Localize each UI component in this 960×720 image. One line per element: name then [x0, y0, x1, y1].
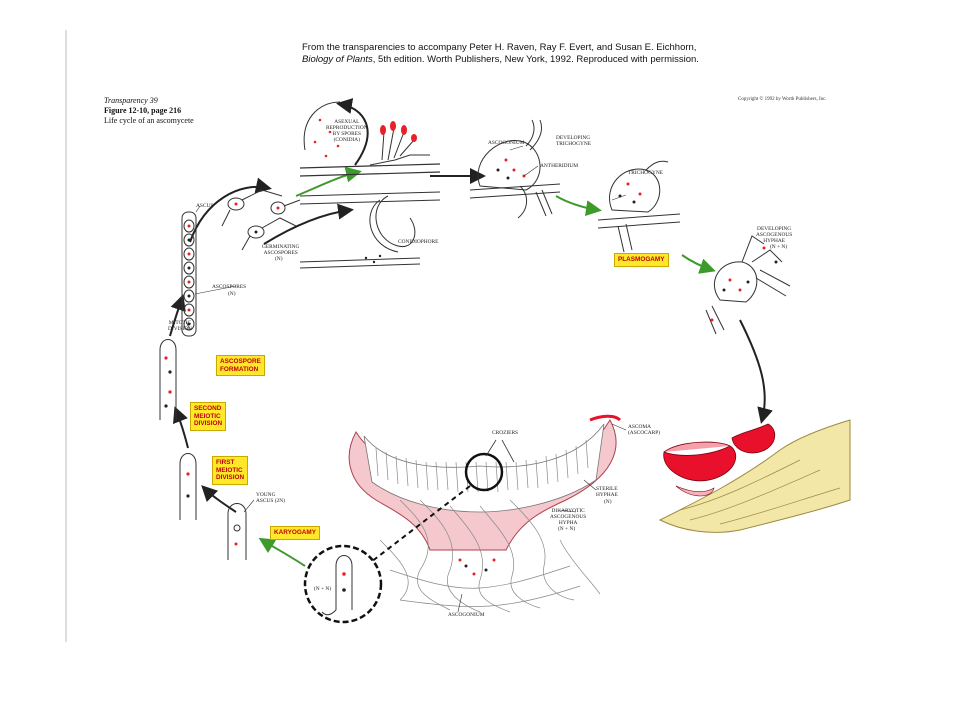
germinating-ascospores-illustration	[221, 189, 301, 251]
ascogenous-hyphae-illustration	[705, 235, 791, 335]
arrow-ascus-to-germination	[189, 177, 272, 243]
transparency-number: Transparency 39	[104, 96, 158, 105]
ascogonium-antheridium-illustration	[469, 119, 561, 219]
label-asexual-reproduction: ASEXUAL REPRODUCTION BY SPORES (CONIDIA)	[326, 119, 368, 143]
crozier-magnifier-circle	[464, 452, 504, 492]
arrow-to-first-meiosis	[201, 485, 237, 513]
label-developing-hyphae-ploidy: (n + n)	[770, 244, 788, 250]
arrow-to-developing-hyphae	[681, 254, 716, 274]
arrow-to-ascospores	[169, 294, 186, 337]
cycle-arrows	[169, 98, 773, 567]
book-title: Biology of Plants	[302, 54, 373, 65]
stage-ascospore-formation: ASCOSPORE FORMATION	[216, 355, 265, 376]
label-germinating-ploidy: (n)	[275, 256, 283, 262]
stage-second-meiotic-division: SECOND MEIOTIC DIVISION	[190, 402, 227, 431]
conidiophore-illustration	[299, 191, 441, 269]
label-ascogonium-bottom: ASCOGONIUM	[448, 612, 485, 618]
stage-karyogamy: KARYOGAMY	[270, 526, 321, 540]
stage-plasmogamy: PLASMOGAMY	[614, 253, 669, 267]
ascus-illustration	[181, 211, 197, 337]
stage-first-meiotic-division: FIRST MEIOTIC DIVISION	[212, 456, 249, 485]
label-developing-trichogyne: DEVELOPING TRICHOGYNE	[556, 135, 592, 147]
label-conidiophore: CONIDIOPHORE	[398, 239, 439, 245]
two-nuclei-ascus-illustration	[179, 453, 197, 520]
arrow-to-conidiophore	[263, 203, 354, 245]
label-germinating-ascospores: GERMINATING ASCOSPORES	[262, 244, 300, 256]
label-croziers: CROZIERS	[492, 430, 519, 436]
young-ascus-inset	[303, 544, 383, 624]
figure-reference: Figure 12-10, page 216	[104, 106, 182, 115]
header-credit-line-1: From the transparencies to accompany Pet…	[302, 42, 697, 53]
trichogyne-illustration	[597, 160, 681, 253]
label-sterile-hyphae: STERILE HYPHAE	[596, 486, 618, 498]
label-dikaryotic-hypha: DIKARYOTIC ASCOGENOUS HYPHA	[550, 508, 587, 526]
arrow-asexual-loop	[336, 98, 369, 166]
label-young-ascus: YOUNG ASCUS (2n)	[256, 492, 285, 504]
label-ascospores: ASCOSPORES	[212, 284, 247, 290]
label-ascogonium-top: ASCOGONIUM	[488, 140, 525, 146]
figure-title: Life cycle of an ascomycete	[104, 116, 194, 125]
label-ascospores-ploidy: (n)	[228, 291, 236, 297]
arrow-to-second-meiosis	[173, 406, 189, 449]
arrow-to-karyogamy	[258, 537, 306, 567]
label-trichogyne: TRICHOGYNE	[628, 170, 664, 176]
inset-connector-line	[357, 485, 471, 573]
label-sterile-ploidy: (n)	[604, 499, 612, 505]
four-nuclei-ascus-illustration	[159, 339, 177, 420]
label-ascus: ASCUS	[196, 203, 214, 209]
header-credit-rest: , 5th edition. Worth Publishers, New Yor…	[372, 54, 699, 65]
header-credit-line-2: Biology of Plants, 5th edition. Worth Pu…	[302, 54, 699, 65]
ascocarp-cross-section	[348, 414, 622, 613]
conidia-illustration	[299, 101, 441, 177]
label-antheridium: ANTHERIDIUM	[540, 163, 579, 169]
ascoma-on-wood	[658, 419, 851, 533]
label-developing-ascogenous-hyphae: DEVELOPING ASCOGENOUS HYPHAE	[756, 226, 793, 244]
label-leader-lines	[185, 145, 627, 613]
arrow-to-asexual	[295, 166, 362, 197]
copyright-notice: Copyright © 1992 by Worth Publishers, In…	[738, 97, 827, 102]
young-ascus-illustration	[227, 503, 247, 560]
label-mitotic-division: MITOTIC DIVISION	[168, 320, 192, 332]
arrow-to-plasmogamy	[555, 195, 602, 217]
label-inset-ploidy: (n + n)	[314, 586, 332, 592]
arrow-to-ascoma	[739, 319, 773, 424]
label-dikaryotic-ploidy: (n + n)	[558, 526, 576, 532]
label-ascoma: ASCOMA (ASCOCARP)	[628, 424, 661, 436]
